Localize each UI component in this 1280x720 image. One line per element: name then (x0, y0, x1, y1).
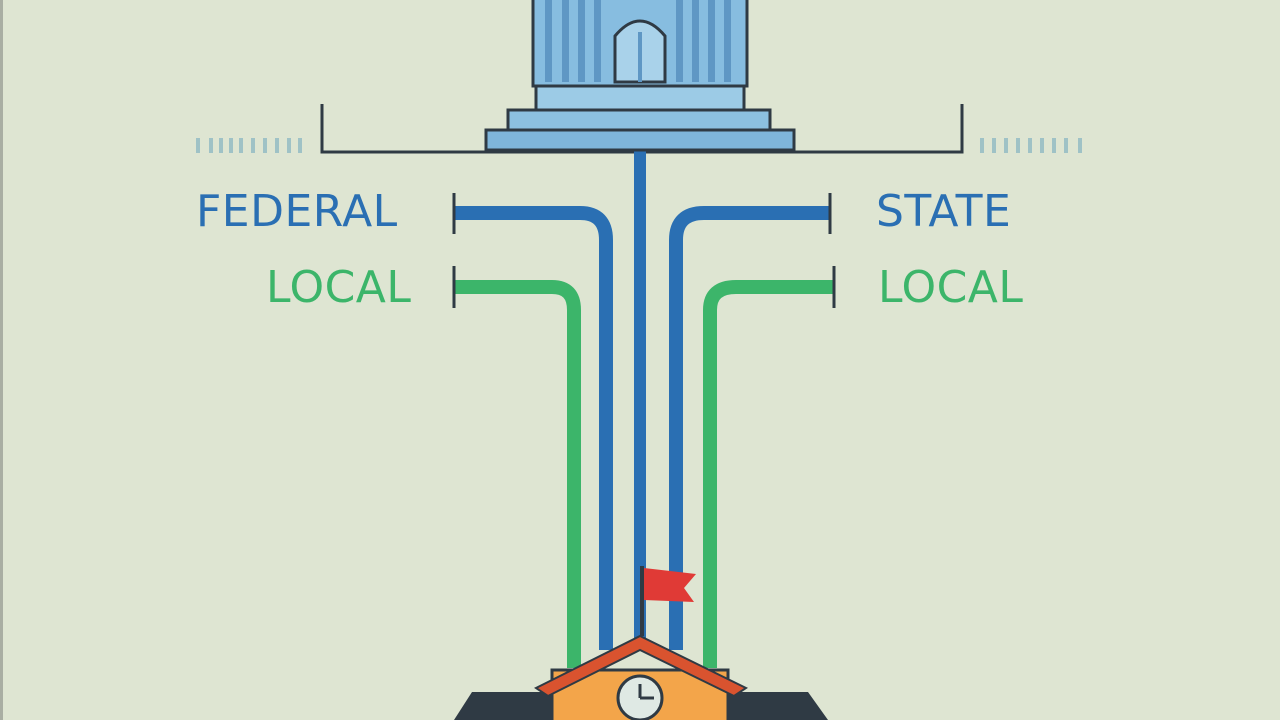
federal-label: FEDERAL (196, 186, 398, 237)
state-label: STATE (876, 186, 1012, 237)
government-building-icon (484, 0, 796, 152)
local-left-label: LOCAL (266, 262, 412, 313)
state-line (669, 206, 830, 650)
school-right-wing (720, 692, 828, 720)
local-right-label: LOCAL (878, 262, 1024, 313)
local-left-line (454, 280, 581, 668)
local-right-line (703, 280, 834, 668)
right-dash-marks (980, 138, 1082, 153)
federal-line (454, 206, 613, 650)
school-left-wing (454, 692, 560, 720)
clock-icon (616, 674, 664, 720)
school-icon (454, 566, 828, 720)
line-end-caps (452, 193, 836, 308)
flag-icon (640, 566, 696, 636)
left-dash-marks (196, 138, 302, 153)
